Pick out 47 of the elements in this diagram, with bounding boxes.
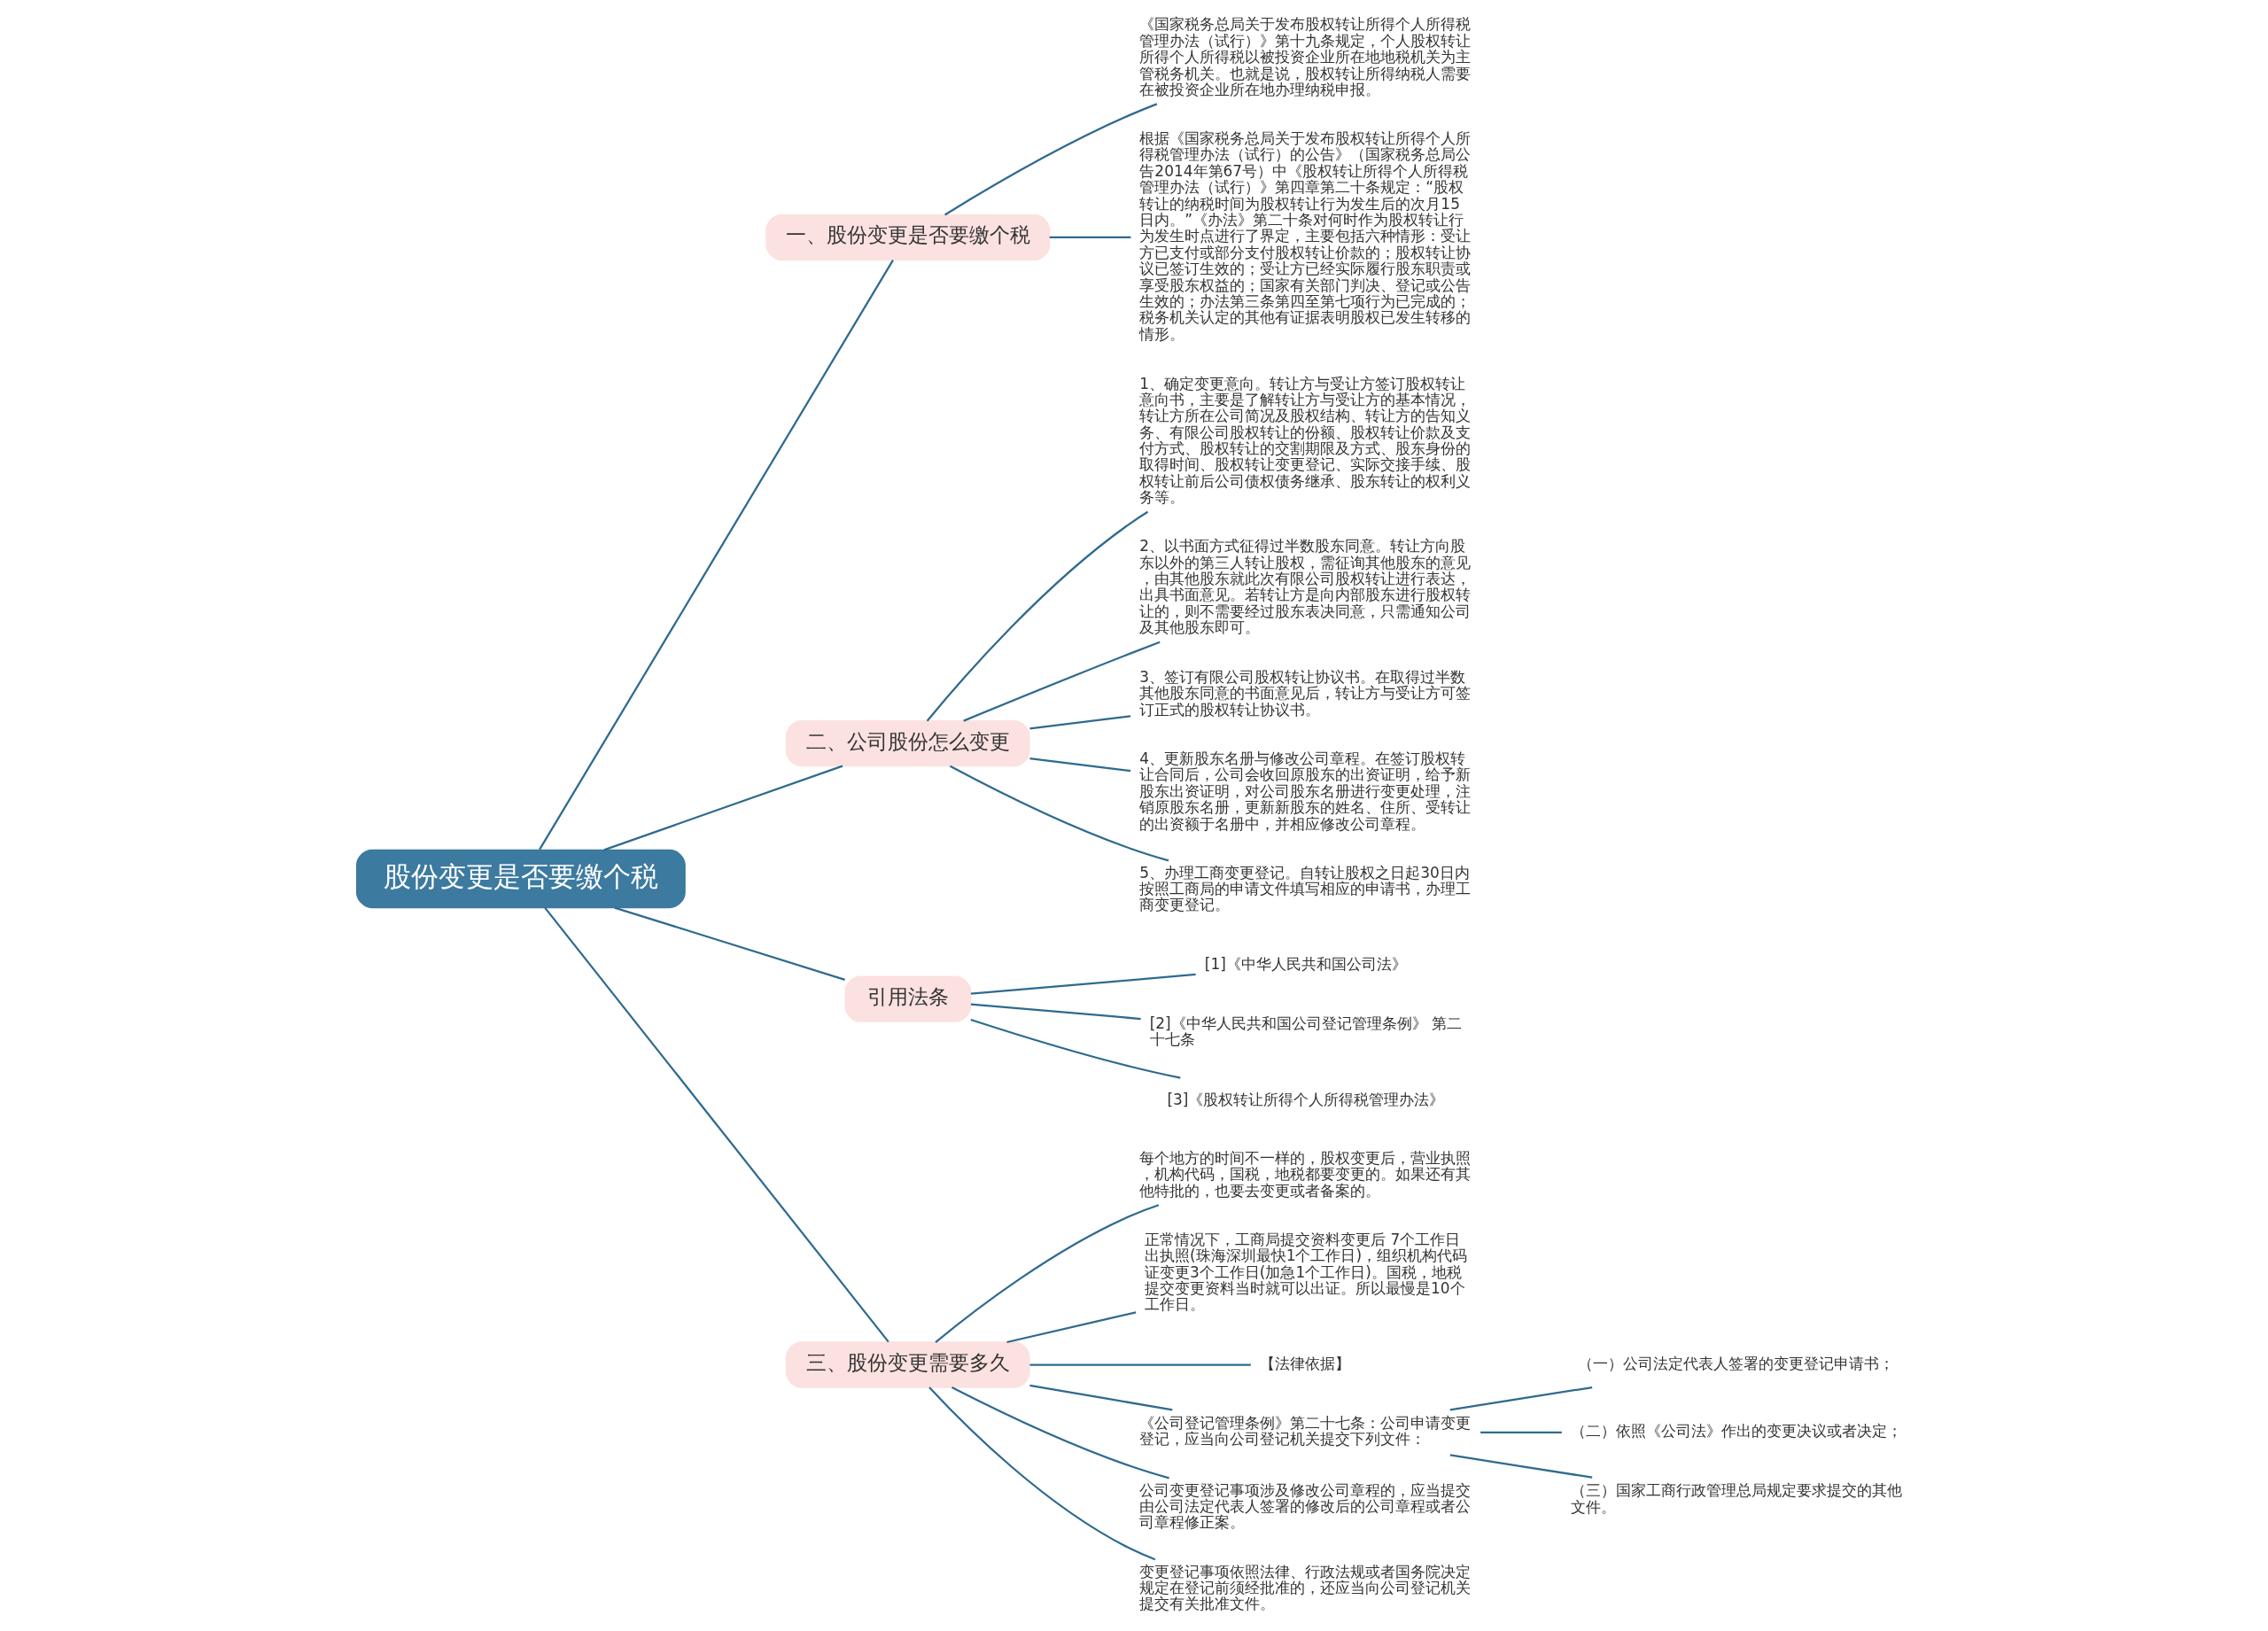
node-text: 《国家税务总局关于发布股权转让所得个人所得税管理办法（试行）》第十九条规定，个人股权转让所得个人所得税以被投资企业所在地地税机关为主管税务机关。也就是说，股权转让所得纳税人需要在被投资企业所在地办理纳税申报。: [1139, 15, 1472, 98]
node-text: 3、签订有限公司股权转让协议书。在取得过半数其他股东同意的书面意见后，转让方与受让方可签订正式的股权转让协议书。: [1139, 668, 1472, 718]
node-text: [1]《中华人民共和国公司法》: [1204, 954, 1407, 973]
node-text: （三）国家工商行政管理总局规定要求提交的其他文件。: [1570, 1481, 1902, 1516]
connector: [970, 1003, 1141, 1021]
node-text: 公司变更登记事项涉及修改公司章程的，应当提交由公司法定代表人签署的修改后的公司章程或者公司章程修正案。: [1139, 1480, 1472, 1532]
node-box: 三、股份变更需要多久: [785, 1341, 1030, 1388]
connector: [926, 510, 1149, 722]
connector: [1029, 757, 1131, 773]
node-text: （二）依照《公司法》作出的变更决议或者决定；: [1570, 1422, 1902, 1441]
connector: [539, 260, 894, 850]
connector: [970, 973, 1196, 995]
connector: [614, 906, 845, 981]
connector: [1029, 1363, 1251, 1366]
connector: [1029, 1384, 1173, 1411]
connector: [935, 1204, 1160, 1343]
connector: [970, 1018, 1181, 1079]
node-text: 5、办理工商变更登记。自转让股权之日起30日内按照工商局的申请文件填写相应的申请书，办理工商变更登记。: [1139, 863, 1472, 914]
connector: [603, 765, 843, 851]
connector: [1029, 715, 1131, 730]
node-box: 二、公司股份怎么变更: [785, 720, 1030, 767]
node-text: 变更登记事项依照法律、行政法规或者国务院决定规定在登记前须经批准的，还应当向公司登记机关提交有关批准文件。: [1139, 1562, 1472, 1613]
node-text: 【法律依据】: [1260, 1354, 1351, 1372]
connector: [963, 641, 1161, 722]
connector: [544, 906, 889, 1343]
connector: [928, 1386, 1156, 1561]
node-box: 股份变更是否要缴个税: [355, 849, 686, 909]
connector: [1449, 1454, 1593, 1479]
node-text: 4、更新股东名册与修改公司章程。在签订股权转让合同后，公司会收回原股东的出资证明，给予新股东出资证明，对公司股东名册进行变更处理，注销原股东名册，更新新股东的姓名、住所、受转让的出资额于名册中，并相应修改公司章程。: [1139, 749, 1472, 833]
connector: [1480, 1431, 1562, 1433]
node-text: 1、确定变更意向。转让方与受让方签订股权转让意向书，主要是了解转让方与受让方的基本情况，转让方所在公司简况及股权结构、转让方的告知义务、有限公司股权转让的份额、股权转让价款及支付方式、股权转让的交割期限及方式、股东身份的取得时间、股权转让变更登记、实际交接手续、股权转让前后公司债权债务继承、股东转让的权利义务等。: [1139, 374, 1472, 507]
node-text: （一）公司法定代表人签署的变更登记申请书；: [1578, 1354, 1895, 1372]
node-text: 每个地方的时间不一样的，股权变更后，营业执照，机构代码，国税，地税都要变更的。如果还有其他特批的，也要去变更或者备案的。: [1139, 1149, 1472, 1200]
node-box: 引用法条: [844, 975, 972, 1022]
node-text: 《公司登记管理条例》第二十七条：公司申请变更登记，应当向公司登记机关提交下列文件：: [1139, 1414, 1472, 1448]
connector: [1449, 1386, 1593, 1411]
node-text: 2、以书面方式征得过半数股东同意。转让方向股东以外的第三人转让股权，需征询其他股东的意见，由其他股东就此次有限公司股权转让进行表达，出具书面意见。若转让方是向内部股东进行股权转让的，则不需要经过股东表决同意，只需通知公司及其他股东即可。: [1139, 537, 1472, 637]
node-text: 正常情况下，工商局提交资料变更后 7个工作日出执照(珠海深圳最快1个工作日)，组织机构代码证变更3个工作日(加急1个工作日)。国税，地税提交变更资料当时就可以出证。所以最慢是10个工作日。: [1145, 1230, 1468, 1314]
connector: [951, 1386, 1169, 1480]
node-text: [3]《股权转让所得个人所得税管理办法》: [1167, 1090, 1445, 1108]
node-text: [2]《中华人民共和国公司登记管理条例》 第二十七条: [1149, 1014, 1463, 1049]
node-box: 一、股份变更是否要缴个税: [765, 214, 1051, 261]
connector: [1006, 1311, 1137, 1344]
node-text: 根据《国家税务总局关于发布股权转让所得个人所得税管理办法（试行）的公告》（国家税务总局公告2014年第67号）中《股权转让所得个人所得税管理办法（试行）》第四章第二十条规定：“股权转让的纳税时间为股权转让行为发生后的次月15日内。”《办法》第二十条对何时作为股权转让行为发生时点进行了界定，主要包括六种情形：受让方已支付或部分支付股权转让价款的；股权转让协议已签订生效的；受让方已经实际履行股东职责或享受股东权益的；国家有关部门判决、登记或公告生效的；办法第三条第四至第七项行为已完成的；税务机关认定的其他有证据表明股权已发生转移的情形。: [1139, 129, 1472, 343]
connector: [949, 765, 1169, 862]
connector: [944, 103, 1158, 216]
connector: [1049, 236, 1131, 239]
